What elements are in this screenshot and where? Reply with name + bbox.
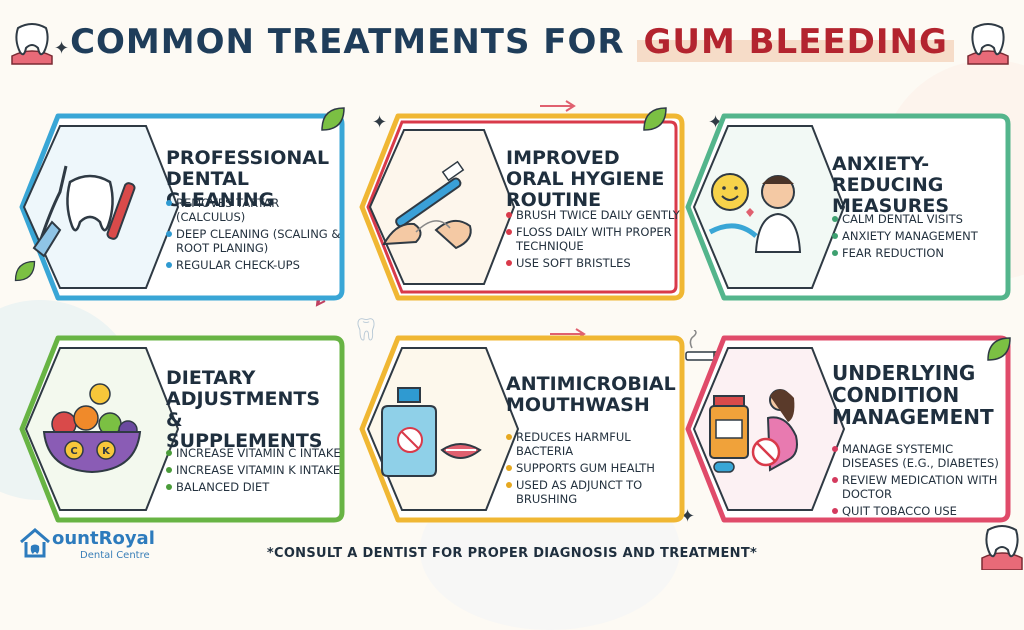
disclaimer-footnote: *Consult a dentist for proper diagnosis … <box>266 546 758 561</box>
card-list: Removes tartar (calculus) Deep cleaning … <box>166 196 346 275</box>
card-list: Reduces harmful bacteria Supports gum he… <box>506 430 686 509</box>
list-item: Brush twice daily gently <box>506 208 686 222</box>
treatment-card-anxiety-reducing: Anxiety-Reducing Measures Calm dental vi… <box>682 112 1012 302</box>
vitamin-c-label: C <box>70 446 77 457</box>
list-item: Fear reduction <box>832 246 1012 260</box>
card-title: Anxiety-Reducing Measures <box>832 153 949 217</box>
leaf-icon <box>987 337 1011 361</box>
tooth-icon <box>981 525 1023 570</box>
calm-dentist-illustration <box>708 173 802 253</box>
card-list: Increase vitamin C intake Increase vitam… <box>166 446 346 497</box>
card-list: Calm dental visits Anxiety management Fe… <box>832 212 1012 263</box>
arrow-icon <box>540 100 576 112</box>
card-title: Professional Dental Cleaning <box>166 147 330 211</box>
card-list: Brush twice daily gently Floss daily wit… <box>506 208 686 273</box>
card-frame <box>359 113 685 301</box>
list-item: Used as adjunct to brushing <box>506 478 686 506</box>
tooth-icon <box>11 23 53 65</box>
list-item: Floss daily with proper technique <box>506 225 686 253</box>
list-item: Use soft bristles <box>506 256 686 270</box>
leaf-icon <box>643 107 667 131</box>
sparkle-icon: ✦ <box>372 112 388 133</box>
tooth-icon <box>967 23 1009 65</box>
card-title: Antimicrobial Mouthwash <box>506 373 676 416</box>
list-item: Manage systemic diseases (e.g., diabetes… <box>832 442 1012 470</box>
page-title: COMMON TREATMENTS FOR GUM BLEEDING <box>0 22 1024 62</box>
medication-pregnancy-illustration <box>709 389 798 473</box>
fruit-bowl-illustration: C K <box>42 383 142 474</box>
card-title: Improved Oral Hygiene Routine <box>506 147 665 211</box>
list-item: Regular check-ups <box>166 258 346 272</box>
dental-cleaning-illustration <box>32 165 136 258</box>
sparkle-icon: 🦷︎ <box>352 318 380 343</box>
treatment-card-dietary: C K Dietary Adjustments & Supplements In… <box>16 334 346 524</box>
list-item: Increase vitamin K intake <box>166 463 346 477</box>
sparkle-icon: ✦ <box>54 38 70 59</box>
list-item: Supports gum health <box>506 461 686 475</box>
treatment-card-underlying-condition: Underlying Condition Management Manage s… <box>682 334 1012 524</box>
list-item: Removes tartar (calculus) <box>166 196 346 224</box>
title-highlight: GUM BLEEDING <box>637 22 954 62</box>
mouthwash-illustration <box>381 387 482 477</box>
list-item: Quit tobacco use <box>832 504 1012 518</box>
list-item: Reduces harmful bacteria <box>506 430 686 458</box>
logo-subtitle: Dental Centre <box>80 550 150 561</box>
list-item: Review medication with doctor <box>832 473 1012 501</box>
card-list: Manage systemic diseases (e.g., diabetes… <box>832 442 1012 521</box>
list-item: Calm dental visits <box>832 212 1012 226</box>
list-item: Balanced diet <box>166 480 346 494</box>
treatment-card-professional-cleaning: Professional Dental Cleaning Removes tar… <box>16 112 346 302</box>
clinic-logo: ountRoyal Dental Centre <box>18 526 158 566</box>
leaf-icon <box>321 107 345 131</box>
list-item: Anxiety management <box>832 229 1012 243</box>
treatment-card-oral-hygiene: Improved Oral Hygiene Routine Brush twic… <box>356 112 686 302</box>
card-title: Underlying Condition Management <box>832 361 994 429</box>
toothbrush-floss-illustration <box>382 160 472 250</box>
list-item: Deep cleaning (scaling & root planing) <box>166 227 346 255</box>
treatment-card-mouthwash: Antimicrobial Mouthwash Reduces harmful … <box>356 334 686 524</box>
leaf-icon <box>14 260 36 282</box>
card-title: Dietary Adjustments & Supplements <box>166 367 323 452</box>
logo-brand-text: ountRoyal <box>52 528 155 549</box>
list-item: Increase vitamin C intake <box>166 446 346 460</box>
vitamin-k-label: K <box>102 446 111 457</box>
house-tooth-icon <box>20 528 50 558</box>
